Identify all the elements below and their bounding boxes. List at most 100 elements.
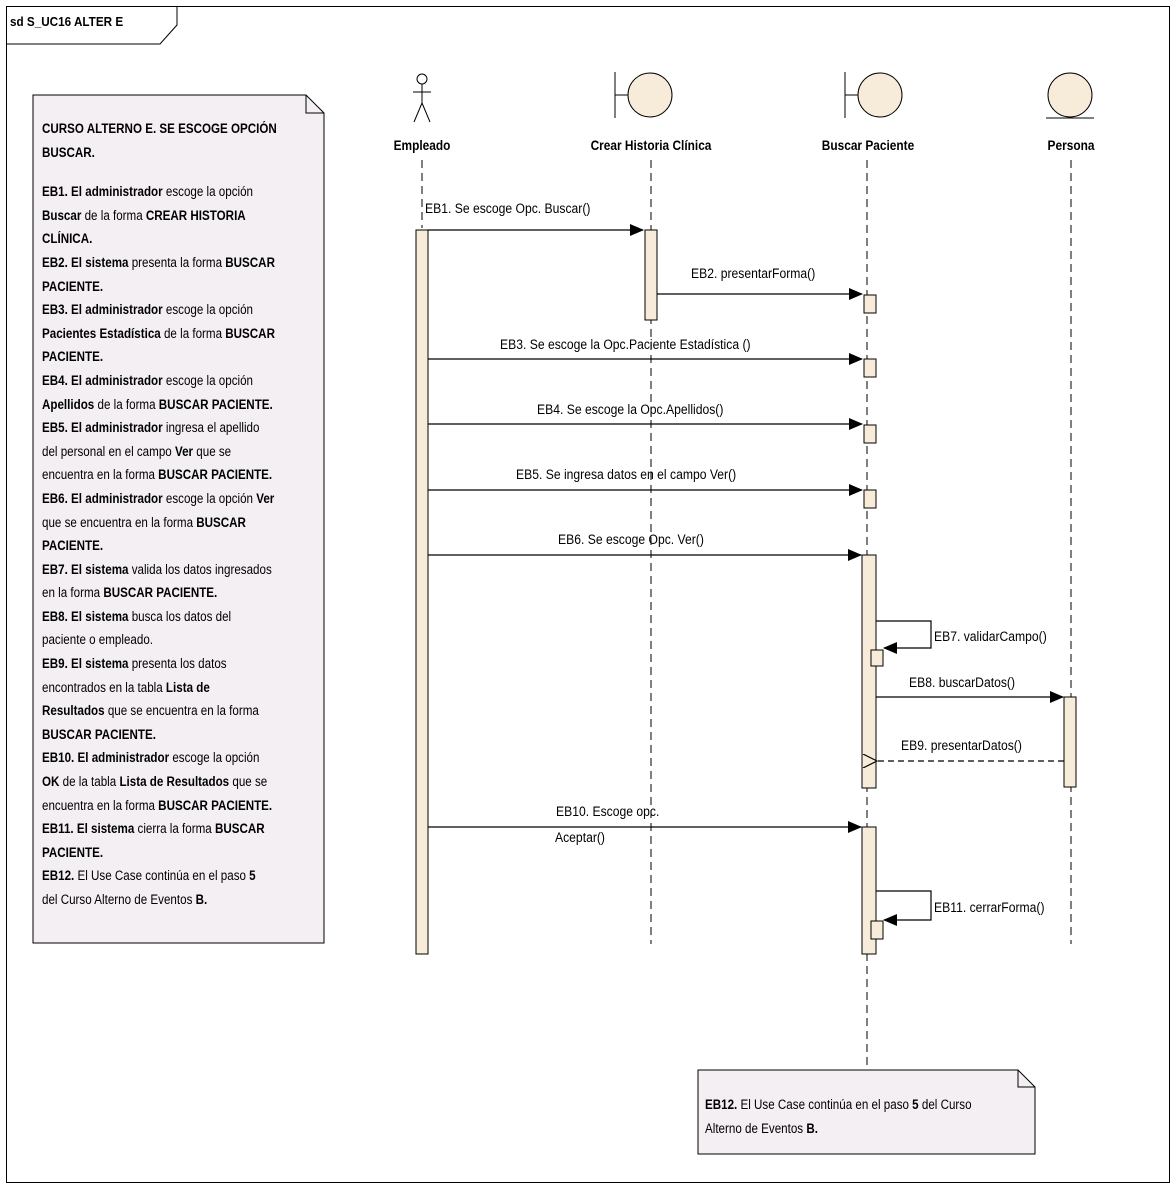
note-left-line: OK de la tabla Lista de Resultados que s… — [42, 770, 317, 794]
note-left-text: valida los datos ingresados — [128, 561, 272, 577]
note-bottom-shape — [697, 1069, 1036, 1155]
note-left-text: PACIENTE. — [42, 538, 104, 554]
note-left-line: del Curso Alterno de Eventos B. — [42, 888, 317, 912]
note-left-text: presenta los datos — [128, 656, 227, 672]
note-left-line: PACIENTE. — [42, 534, 317, 558]
note-left-text: EB10. El administrador — [42, 750, 170, 766]
note-left-text: EB7. El sistema — [42, 561, 129, 577]
note-bottom-fold — [1017, 1070, 1035, 1088]
note-left-text: de la tabla — [59, 774, 120, 790]
note-left-fold — [305, 95, 324, 114]
note-left-text: Pacientes Estadística — [42, 325, 161, 341]
note-left-text: de la forma — [81, 207, 146, 223]
note-left-line: BUSCAR PACIENTE. — [42, 723, 317, 747]
note-left-text: escoge la opción — [169, 750, 260, 766]
note-bottom-text: 5 — [912, 1097, 919, 1112]
note-left-text: EB8. El sistema — [42, 608, 129, 624]
note-left-text: PACIENTE. — [42, 349, 104, 365]
note-left-line: PACIENTE. — [42, 275, 317, 299]
note-left-shape — [32, 94, 325, 944]
note-left-text: EB11. El sistema — [42, 821, 135, 837]
note-left-text: de la forma — [94, 396, 159, 412]
note-left-text: del personal en el campo — [42, 443, 175, 459]
note-bottom-text: Alterno de Eventos — [705, 1121, 807, 1136]
note-left-text: EB12. — [42, 868, 75, 884]
frame-border — [6, 6, 1170, 1183]
note-left-text: EB1. El administrador — [42, 184, 163, 200]
note-left-text: del Curso Alterno de Eventos — [42, 892, 196, 907]
note-left-text: escoge la opción — [162, 490, 257, 506]
note-left-text: escoge la opción — [162, 372, 254, 388]
note-bottom-line: EB12. El Use Case continúa en el paso 5 … — [705, 1093, 997, 1117]
note-left-text: encuentra en la forma — [42, 467, 159, 483]
note-left-line: PACIENTE. — [42, 841, 317, 865]
note-left-heading-cont: BUSCAR. — [42, 144, 95, 160]
note-left-text: PACIENTE. — [42, 844, 104, 860]
note-left: CURSO ALTERNO E. SE ESCOGE OPCIÓN BUSCAR… — [42, 117, 362, 912]
message-label-eb3: EB3. Se escoge la Opc.Paciente Estadísti… — [500, 337, 751, 352]
note-left-line: EB3. El administrador escoge la opción — [42, 298, 317, 322]
note-left-text: que se — [229, 774, 268, 790]
actor-icon — [413, 73, 431, 123]
note-left-text: encontrados en la tabla — [42, 679, 166, 695]
message-label-eb8: EB8. buscarDatos() — [909, 675, 1016, 690]
note-left-text: EB6. El administrador — [42, 490, 163, 506]
note-left-line: Apellidos de la forma BUSCAR PACIENTE. — [42, 393, 317, 417]
note-left-text: Lista de Resultados — [119, 774, 230, 790]
note-left-text: Resultados — [42, 703, 105, 719]
note-bottom-text: EB12. — [705, 1097, 738, 1112]
note-left-line: paciente o empleado. — [42, 628, 317, 652]
note-left-line: PACIENTE. — [42, 345, 317, 369]
note-left-text: Buscar — [42, 207, 82, 223]
entity-icon — [1046, 72, 1094, 119]
lifeline-label-persona: Persona — [1047, 138, 1095, 153]
message-label-eb7: EB7. validarCampo() — [934, 629, 1047, 644]
boundary-icon — [614, 72, 673, 118]
note-left-text: EB9. El sistema — [42, 656, 129, 672]
note-left-text: CLÍNICA. — [42, 231, 93, 247]
note-left-text: BUSCAR PACIENTE. — [42, 726, 156, 742]
note-left-line: EB10. El administrador escoge la opción — [42, 746, 317, 770]
note-left-line: encontrados en la tabla Lista de — [42, 676, 317, 700]
lifeline-label-empleado: Empleado — [393, 138, 451, 153]
note-left-text: CREAR HISTORIA — [145, 207, 246, 223]
note-left-line: EB4. El administrador escoge la opción — [42, 369, 317, 393]
message-label-eb5: EB5. Se ingresa datos en el campo Ver() — [516, 467, 737, 482]
lifeline-label-crear-historia: Crear Historia Clínica — [590, 138, 712, 153]
message-label-eb11: EB11. cerrarForma() — [934, 900, 1045, 915]
note-left-text: BUSCAR — [225, 254, 275, 270]
message-label-eb10-cont: Aceptar() — [555, 830, 605, 845]
note-left-line: EB5. El administrador ingresa el apellid… — [42, 416, 317, 440]
note-bottom-text: El Use Case continúa en el paso — [737, 1097, 913, 1112]
note-left-text: que se encuentra en la forma — [42, 514, 197, 530]
note-left-heading: CURSO ALTERNO E. SE ESCOGE OPCIÓN — [42, 121, 277, 136]
note-left-text: ingresa el apellido — [162, 420, 260, 436]
note-bottom-text: del Curso — [918, 1097, 972, 1112]
note-left-line: que se encuentra en la forma BUSCAR — [42, 511, 317, 535]
note-left-text: EB2. El sistema — [42, 254, 129, 270]
note-left-line: EB2. El sistema presenta la forma BUSCAR — [42, 251, 317, 275]
note-left-text: escoge la opción — [162, 184, 254, 200]
note-left-line: encuentra en la forma BUSCAR PACIENTE. — [42, 794, 317, 818]
note-left-text: presenta la forma — [128, 254, 226, 270]
note-left-text: BUSCAR — [196, 514, 246, 530]
lifeline-label-buscar-paciente: Buscar Paciente — [821, 138, 915, 153]
note-left-text: escoge la opción — [162, 302, 254, 318]
note-left-text: Apellidos — [42, 396, 95, 412]
note-left-text: BUSCAR PACIENTE. — [158, 467, 273, 483]
note-left-line: Resultados que se encuentra en la forma — [42, 699, 317, 723]
note-left-line: CLÍNICA. — [42, 227, 317, 251]
note-left-text: encuentra en la forma — [42, 797, 159, 813]
lifelines — [421, 160, 1072, 1070]
note-left-line: EB9. El sistema presenta los datos — [42, 652, 317, 676]
note-left-text: Ver — [174, 443, 194, 459]
activations — [415, 229, 1077, 955]
note-left-line: EB11. El sistema cierra la forma BUSCAR — [42, 817, 317, 841]
message-label-eb1: EB1. Se escoge Opc. Buscar() — [425, 201, 591, 216]
message-label-eb2: EB2. presentarForma() — [691, 266, 816, 281]
note-left-line: EB6. El administrador escoge la opción V… — [42, 487, 317, 511]
note-left-text: OK — [42, 774, 60, 790]
note-left-text: B. — [195, 892, 208, 907]
note-left-text: BUSCAR PACIENTE. — [158, 396, 273, 412]
message-arrows — [428, 224, 1064, 926]
